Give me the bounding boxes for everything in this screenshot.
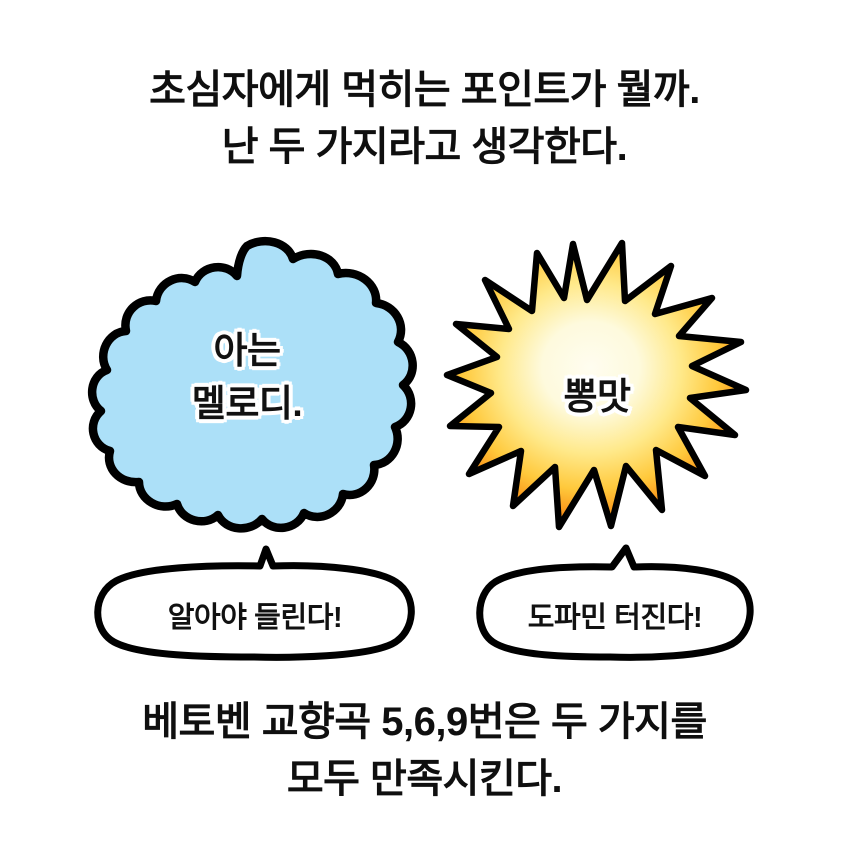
- top-caption: 초심자에게 먹히는 포인트가 뭘까. 난 두 가지라고 생각한다.: [0, 62, 849, 176]
- caption-bubble-left: 알아야 들린다!: [90, 545, 420, 661]
- bottom-caption-line-1: 베토벤 교향곡 5,6,9번은 두 가지를: [142, 700, 707, 744]
- bottom-caption: 베토벤 교향곡 5,6,9번은 두 가지를 모두 만족시킨다.: [0, 694, 849, 808]
- caption-bubble-right-label: 도파민 터진다!: [527, 602, 703, 634]
- cloud-bubble-line-1: 아는: [210, 327, 284, 374]
- cloud-bubble-text: 아는 멜로디.: [92, 324, 402, 431]
- cloud-bubble-line-2: 멜로디.: [189, 380, 306, 427]
- top-caption-line-2: 난 두 가지라고 생각한다.: [221, 124, 628, 169]
- starburst-bubble: 뽕맛: [447, 238, 747, 533]
- top-caption-line-1: 초심자에게 먹히는 포인트가 뭘까.: [149, 68, 700, 112]
- starburst-bubble-label: 뽕맛: [560, 373, 634, 420]
- bottom-caption-line-2: 모두 만족시킨다.: [286, 756, 563, 801]
- caption-bubble-left-label: 알아야 들린다!: [167, 602, 343, 634]
- cloud-bubble: 아는 멜로디.: [92, 240, 402, 525]
- caption-bubble-right: 도파민 터진다!: [474, 544, 756, 661]
